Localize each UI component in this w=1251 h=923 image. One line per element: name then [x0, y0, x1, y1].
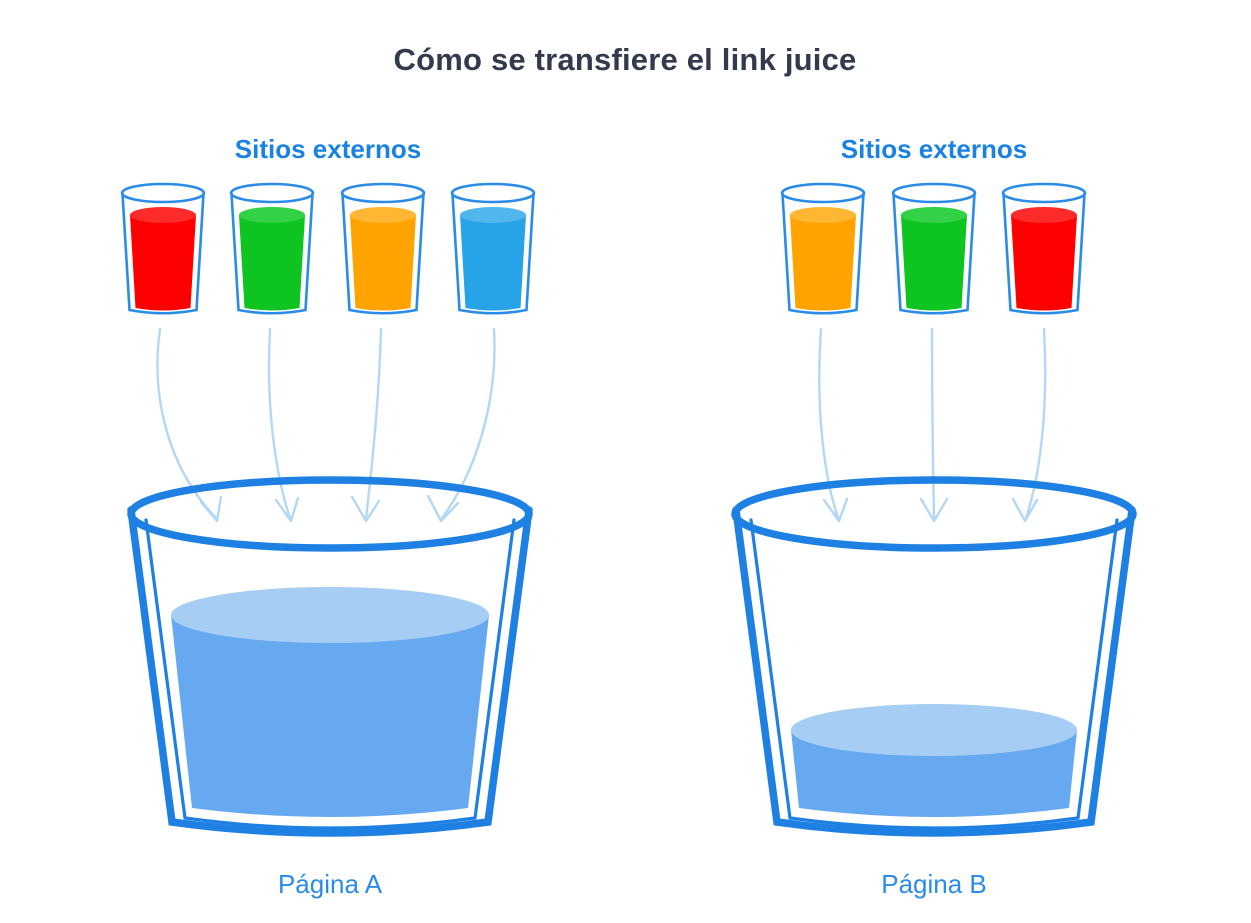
- page-title: Cómo se transfiere el link juice: [394, 42, 857, 77]
- bucket-rim: [127, 476, 533, 552]
- glass-rim: [340, 182, 426, 204]
- glass-liquid-top: [130, 207, 196, 223]
- glass-rim: [1001, 182, 1087, 204]
- left-arrow-4: [426, 327, 496, 523]
- glass-outline: [781, 192, 865, 315]
- glass-liquid-top: [790, 207, 856, 223]
- right-arrow-1: [818, 327, 849, 523]
- left-group-header: Sitios externos: [235, 134, 421, 164]
- left-arrow-3: [350, 327, 383, 523]
- glass-outline: [121, 192, 205, 315]
- glass-rim: [120, 182, 206, 204]
- glass-liquid-body: [901, 215, 967, 311]
- right-glass-red[interactable]: [1001, 182, 1087, 315]
- right-arrow-3: [1011, 327, 1047, 523]
- glass-outline: [341, 192, 425, 315]
- glass-liquid-top: [350, 207, 416, 223]
- glass-liquid-body: [460, 215, 526, 311]
- glass-rim: [891, 182, 977, 204]
- left-bucket-label: Página A: [278, 869, 383, 899]
- left-glass-red[interactable]: [120, 182, 206, 315]
- glass-outline: [230, 192, 314, 315]
- arrow-group: [156, 327, 1047, 523]
- glass-liquid-top: [901, 207, 967, 223]
- left-glass-blue[interactable]: [450, 182, 536, 315]
- right-glass-green[interactable]: [891, 182, 977, 315]
- glass-liquid-body: [790, 215, 856, 311]
- left-glass-orange[interactable]: [340, 182, 426, 315]
- glass-rim: [229, 182, 315, 204]
- right-bucket-label: Página B: [881, 869, 987, 899]
- right-arrow-2: [919, 327, 949, 523]
- bucket-liquid-surface: [171, 587, 489, 643]
- glass-liquid-top: [1011, 207, 1077, 223]
- glass-outline: [892, 192, 976, 315]
- bucket-inner-wall: [749, 518, 1119, 830]
- bucket-outer-wall: [127, 506, 533, 837]
- glass-outline: [1002, 192, 1086, 315]
- left-bucket[interactable]: Página A: [127, 476, 533, 899]
- bucket-liquid-surface: [791, 704, 1077, 756]
- left-arrow-1: [156, 327, 223, 523]
- glass-rim: [780, 182, 866, 204]
- bucket-liquid-body: [171, 615, 489, 817]
- right-glass-orange[interactable]: [780, 182, 866, 315]
- glass-liquid-top: [239, 207, 305, 223]
- left-arrow-2: [267, 327, 300, 523]
- glass-liquid-body: [350, 215, 416, 311]
- right-bucket[interactable]: Página B: [731, 476, 1137, 899]
- glass-liquid-body: [1011, 215, 1077, 311]
- glass-outline: [451, 192, 535, 315]
- bucket-inner-wall: [144, 518, 516, 830]
- glass-liquid-body: [130, 215, 196, 311]
- bucket-outer-wall: [732, 506, 1136, 837]
- glass-liquid-body: [239, 215, 305, 311]
- glass-liquid-top: [460, 207, 526, 223]
- right-group-header: Sitios externos: [841, 134, 1027, 164]
- left-glass-green[interactable]: [229, 182, 315, 315]
- bucket-rim: [731, 476, 1137, 552]
- glass-rim: [450, 182, 536, 204]
